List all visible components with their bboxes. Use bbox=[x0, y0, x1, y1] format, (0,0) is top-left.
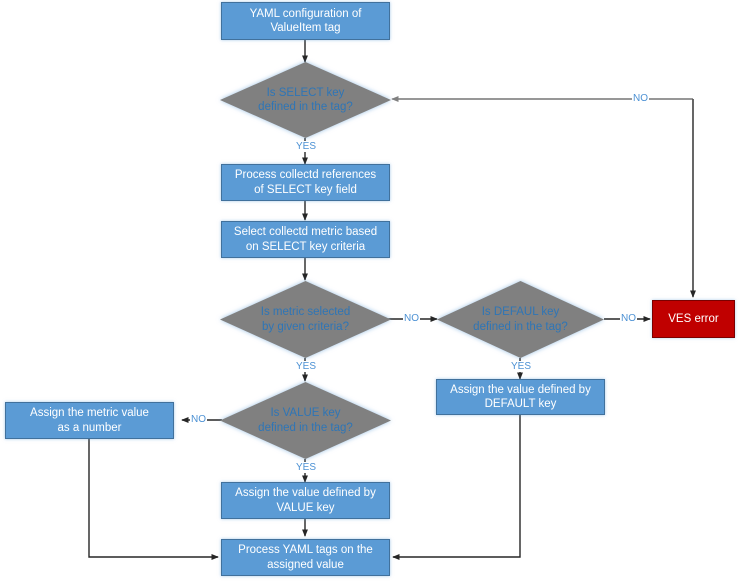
edge-label-default-yes: YES bbox=[510, 361, 533, 372]
edge-label-default-no: NO bbox=[620, 313, 637, 324]
node-assign-number-label: Assign the metric value as a number bbox=[30, 407, 149, 434]
node-value-key-label: Is VALUE key defined in the tag? bbox=[258, 407, 353, 434]
node-start-label: YAML configuration of ValueItem tag bbox=[249, 7, 362, 34]
node-process-yaml-tags[interactable]: Process YAML tags on the assigned value bbox=[221, 539, 390, 576]
edge-default-to-tags bbox=[392, 415, 521, 560]
edge-label-metric-yes: YES bbox=[295, 361, 318, 372]
edge-number-to-tags bbox=[88, 439, 219, 560]
edge-label-select-no: NO bbox=[632, 93, 649, 104]
node-process-tags-label: Process YAML tags on the assigned value bbox=[238, 544, 373, 571]
node-select-collectd-metric[interactable]: Select collectd metric based on SELECT k… bbox=[221, 221, 390, 258]
node-metric-selected-decision[interactable]: Is metric selected by given criteria? bbox=[220, 281, 391, 358]
node-select-metric-label: Select collectd metric based on SELECT k… bbox=[233, 226, 378, 253]
node-assign-metric-number[interactable]: Assign the metric value as a number bbox=[5, 402, 174, 439]
node-assign-value-key[interactable]: Assign the value defined by VALUE key bbox=[221, 482, 390, 519]
edge-label-value-yes: YES bbox=[295, 462, 318, 473]
node-select-key-label: Is SELECT key defined in the tag? bbox=[258, 86, 353, 113]
node-process-refs-label: Process collectd references of SELECT ke… bbox=[234, 169, 377, 196]
edge-label-select-yes: YES bbox=[295, 141, 318, 152]
node-default-key-decision[interactable]: Is DEFAUL key defined in the tag? bbox=[437, 281, 604, 358]
node-value-key-decision[interactable]: Is VALUE key defined in the tag? bbox=[220, 382, 391, 459]
node-ves-error-label: VES error bbox=[668, 312, 719, 325]
node-assign-value-label: Assign the value defined by VALUE key bbox=[235, 487, 376, 514]
node-assign-default-value[interactable]: Assign the value defined by DEFAULT key bbox=[436, 379, 605, 415]
node-process-collectd-references[interactable]: Process collectd references of SELECT ke… bbox=[221, 164, 390, 201]
node-metric-selected-label: Is metric selected by given criteria? bbox=[260, 306, 351, 333]
node-select-key-decision[interactable]: Is SELECT key defined in the tag? bbox=[220, 62, 391, 138]
node-assign-default-label: Assign the value defined by DEFAULT key bbox=[450, 383, 591, 410]
node-default-key-label: Is DEFAUL key defined in the tag? bbox=[473, 306, 568, 333]
node-ves-error[interactable]: VES error bbox=[652, 300, 735, 338]
node-start[interactable]: YAML configuration of ValueItem tag bbox=[221, 2, 390, 40]
edge-label-value-no: NO bbox=[190, 414, 207, 425]
edge-label-metric-no: NO bbox=[403, 313, 420, 324]
